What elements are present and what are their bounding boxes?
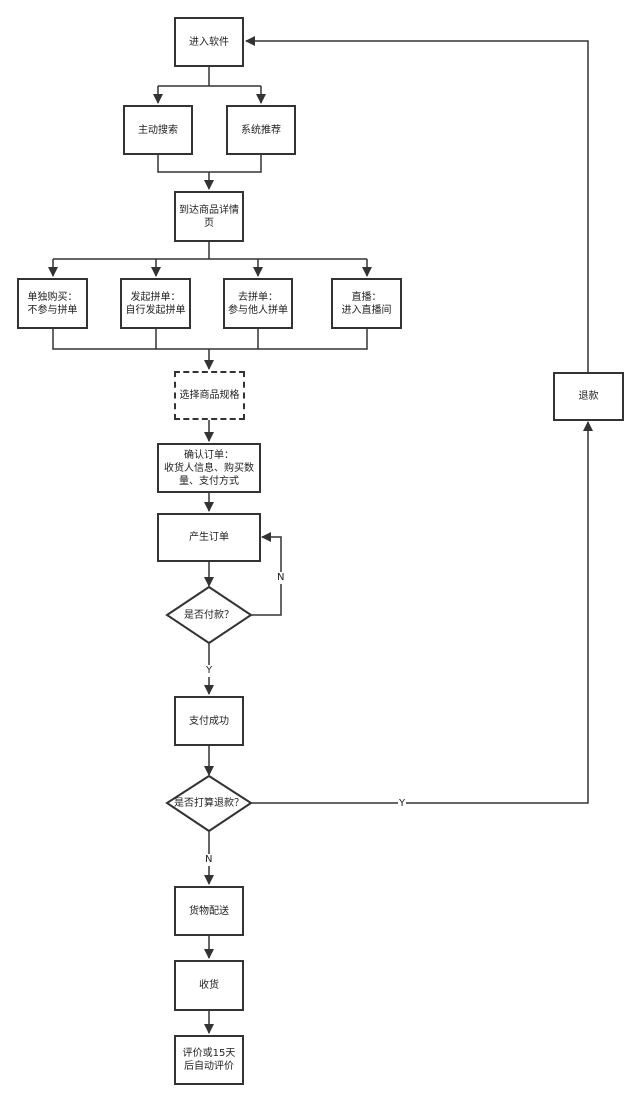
node-refund: 退款: [553, 372, 624, 421]
node-choose-spec: 选择商品规格: [174, 371, 245, 420]
decision-label-paid: 是否付款？: [184, 609, 234, 621]
decision-label-refund: 是否打算退款？: [174, 797, 244, 809]
node-join-group: 去拼单： 参与他人拼单: [223, 278, 293, 329]
node-pay-success: 支付成功: [174, 696, 244, 746]
node-live-stream: 直播： 进入直播间: [331, 278, 402, 329]
node-receive: 收货: [174, 960, 244, 1011]
node-enter-app: 进入软件: [174, 17, 244, 67]
connector: [157, 155, 262, 173]
decision-diamond-refund: [165, 774, 253, 833]
node-review: 评价或15天 后自动评价: [174, 1035, 244, 1085]
edge-label-no-refund: N: [204, 854, 214, 866]
node-active-search: 主动搜索: [123, 105, 193, 155]
connector: [52, 329, 368, 350]
node-buy-alone: 单独购买： 不参与拼单: [17, 278, 88, 329]
node-confirm-order: 确认订单： 收货人信息、购买数 量、支付方式: [157, 443, 261, 493]
edge-label-paid: Y: [205, 665, 214, 677]
node-delivery: 货物配送: [174, 886, 244, 936]
node-product-detail: 到达商品详情 页: [174, 191, 244, 242]
node-start-group: 发起拼单： 自行发起拼单: [120, 278, 191, 329]
connector-arrow: [251, 421, 593, 804]
node-system-recommend: 系统推荐: [226, 105, 296, 155]
edge-label-wants-refund: Y: [398, 798, 407, 810]
edge-label-not-paid: N: [276, 572, 286, 584]
decision-diamond-paid: [165, 585, 253, 645]
node-create-order: 产生订单: [157, 513, 261, 562]
connector-arrow: [245, 36, 589, 372]
